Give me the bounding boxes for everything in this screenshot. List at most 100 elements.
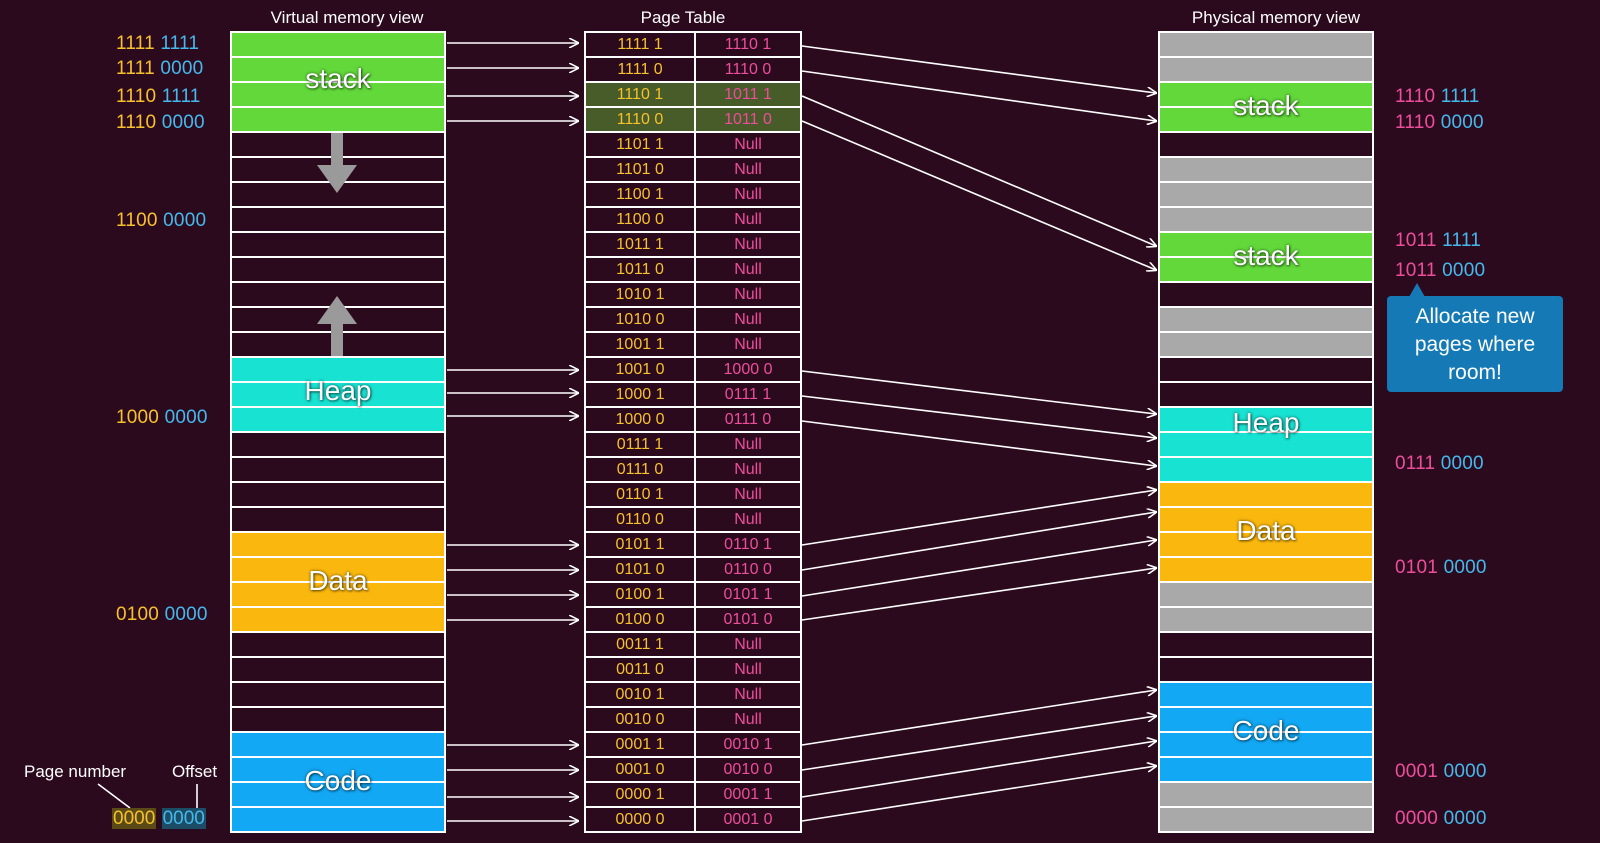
virtual-page-number: 0111 0 <box>586 458 696 481</box>
table-to-physical-arrow <box>801 568 1156 621</box>
virtual-page-data <box>230 531 446 558</box>
physical-memory-title: Physical memory view <box>1191 8 1361 27</box>
virtual-page-number: 1111 1 <box>586 33 696 56</box>
page-number-legend: Page number <box>24 762 127 781</box>
stack-grows-down-icon <box>317 133 357 193</box>
physical-page-stack <box>1158 106 1374 133</box>
virtual-page-code <box>230 731 446 758</box>
physical-page-gray <box>1158 206 1374 233</box>
virtual-page-empty <box>230 631 446 658</box>
virtual-page-number: 1011 0 <box>586 258 696 281</box>
virtual-page-number: 1100 0 <box>586 208 696 231</box>
physical-page-number: Null <box>734 185 762 203</box>
virtual-page-data <box>230 606 446 633</box>
virtual-page-data <box>230 556 446 583</box>
physical-page-gray <box>1158 31 1374 58</box>
physical-page-gray <box>1158 806 1374 833</box>
physical-page-heap <box>1158 431 1374 458</box>
physical-page-data <box>1158 556 1374 583</box>
virtual-page-stack <box>230 56 446 83</box>
virtual-page-number: 1110 1 <box>586 83 696 106</box>
physical-page-data <box>1158 506 1374 533</box>
virtual-page-empty <box>230 456 446 483</box>
physical-page-code <box>1158 756 1374 783</box>
page-table-row: 0000 0 0001 0 <box>584 806 802 833</box>
physical-page-number: 0111 1 <box>724 385 772 403</box>
physical-page-number: 0110 0 <box>724 560 772 578</box>
virtual-page-empty <box>230 481 446 508</box>
physical-page-number: 0101 0 <box>723 610 773 628</box>
table-to-physical-arrow <box>801 370 1156 414</box>
virtual-page-number: 0011 1 <box>586 633 696 656</box>
virtual-page-number: 0110 1 <box>586 483 696 506</box>
allocate-pages-callout: Allocate new pages where room! <box>1387 296 1563 392</box>
page-table-row: 0101 1 0110 1 <box>584 531 802 558</box>
table-to-physical-arrow <box>801 490 1156 546</box>
paddr-label: 0101 0000 <box>1395 557 1487 578</box>
physical-page-number: Null <box>734 635 762 653</box>
virtual-page-empty <box>230 681 446 708</box>
physical-page-number: Null <box>734 660 762 678</box>
paddr-label: 1011 1111 <box>1395 230 1481 251</box>
physical-page-gray <box>1158 156 1374 183</box>
virtual-page-number: 1110 0 <box>586 108 696 131</box>
physical-page-number: 0110 1 <box>724 535 772 553</box>
virtual-page-empty <box>230 506 446 533</box>
physical-page-data <box>1158 531 1374 558</box>
virtual-memory-title: Virtual memory view <box>270 8 424 27</box>
physical-page-gray <box>1158 181 1374 208</box>
physical-page-number: 1110 1 <box>724 35 772 53</box>
physical-page-number: Null <box>734 485 762 503</box>
callout-line: room! <box>1448 361 1502 384</box>
vaddr-label: 1000 0000 <box>116 407 208 428</box>
table-to-physical-arrow <box>801 512 1156 571</box>
virtual-page-empty <box>230 656 446 683</box>
virtual-page-number: 0010 0 <box>586 708 696 731</box>
paddr-label: 0111 0000 <box>1395 453 1484 474</box>
virtual-page-number: 0101 1 <box>586 533 696 556</box>
virtual-page-number: 1000 0 <box>586 408 696 431</box>
physical-page-number: Null <box>734 235 762 253</box>
table-to-physical-arrow <box>801 395 1156 438</box>
page-table-row: 0011 1 Null <box>584 631 802 658</box>
vaddr-label: 1110 0000 <box>116 112 205 133</box>
table-to-physical-arrow <box>801 120 1156 270</box>
table-to-physical-arrow <box>801 70 1156 121</box>
paddr-label: 1011 0000 <box>1395 260 1486 281</box>
physical-page-number: 0111 0 <box>724 410 772 428</box>
table-to-physical-arrow <box>801 95 1156 246</box>
virtual-page-number: 0100 0 <box>586 608 696 631</box>
callout-pointer <box>1409 283 1425 297</box>
virtual-page-number: 1000 1 <box>586 383 696 406</box>
vaddr-label: 1110 1111 <box>116 86 201 107</box>
virtual-page-number: 0100 1 <box>586 583 696 606</box>
virtual-page-number: 0000 0 <box>586 808 696 831</box>
legend-pointers <box>97 783 198 809</box>
physical-page-number: 0001 0 <box>723 810 773 828</box>
physical-page-number: Null <box>734 335 762 353</box>
physical-page-gray <box>1158 606 1374 633</box>
physical-page-number: 1000 0 <box>723 360 773 378</box>
physical-page-stack <box>1158 256 1374 283</box>
legend-address: 0000 0000 <box>112 808 206 829</box>
virtual-page-number: 0000 1 <box>586 783 696 806</box>
table-to-physical-arrow <box>801 741 1156 798</box>
physical-page-code <box>1158 681 1374 708</box>
virtual-page-data <box>230 581 446 608</box>
page-table-row: 1111 1 1110 1 <box>584 31 802 58</box>
